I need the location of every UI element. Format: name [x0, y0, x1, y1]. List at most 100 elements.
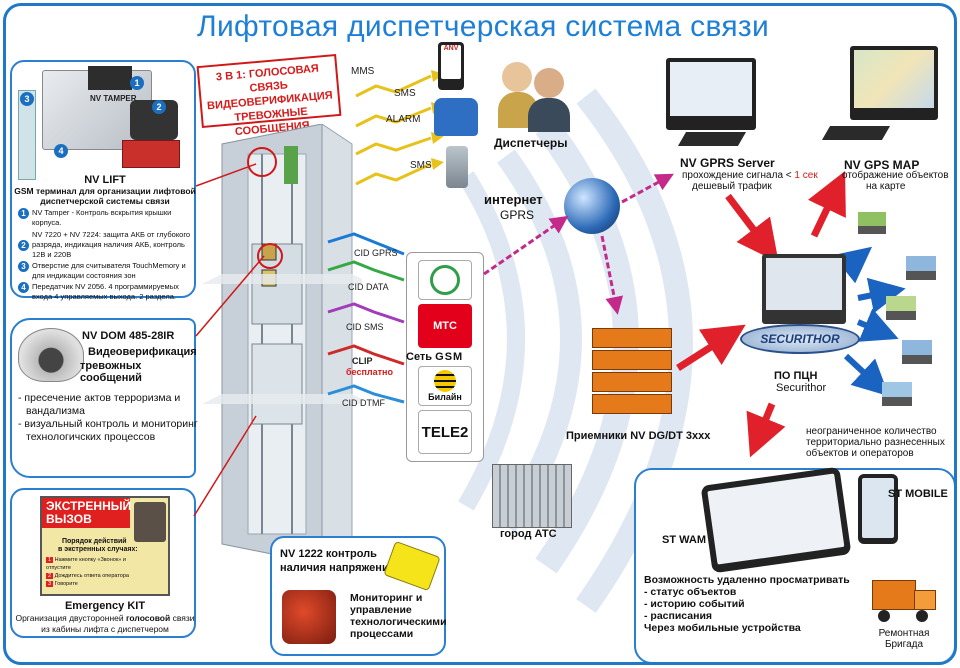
cid-data-label: CID DATA — [348, 282, 389, 292]
st-wam-label: ST WAM — [662, 534, 706, 546]
ats-rack-image — [492, 464, 572, 528]
flip-phone-image — [446, 146, 468, 188]
receivers-image — [592, 328, 676, 420]
list-item: - визуальный контроль и мониторинг — [18, 418, 198, 430]
order-title: Порядок действий — [62, 538, 127, 545]
gprs-server-monitor — [666, 58, 756, 130]
client-laptop-4 — [902, 340, 932, 364]
gps-map-line1: отображение объектов — [842, 170, 949, 181]
beeline-logo: Билайн — [418, 366, 472, 406]
list-item: технологичских процессов — [26, 431, 156, 443]
boiler-image — [282, 590, 336, 644]
sign-line-1: ЭКСТРЕННЫЙ — [46, 499, 132, 513]
tamper-label: NV TAMPER — [90, 94, 137, 103]
list-item: - историю событий — [644, 598, 745, 610]
client-laptop-3 — [886, 296, 916, 320]
gprs-label: GPRS — [500, 208, 535, 222]
repair-truck-image — [872, 580, 938, 622]
dom-subtitle-2: тревожных сообщений — [80, 360, 142, 384]
brigade-label: Ремонтная Бригада — [878, 628, 930, 650]
diagram-frame: Лифтовая диспетчерская система связи NV … — [3, 3, 957, 665]
emergency-sign: ЭКСТРЕННЫЙ ВЫЗОВ Порядок действий в экст… — [40, 496, 170, 596]
clip-free-label: бесплатно — [346, 367, 393, 377]
voltage-text: Мониторинг и управление технологическими… — [350, 592, 447, 640]
receivers-label: Приемники NV DG/DT 3xxx — [566, 430, 711, 442]
marker-2: 2 — [152, 100, 166, 114]
voltage-title-1: NV 1222 контроль — [280, 548, 377, 560]
flow-arrows — [483, 171, 906, 458]
sms-label: SMS — [394, 88, 416, 99]
dispatchers-label: Диспетчеры — [494, 136, 568, 150]
mobile-heading: Возможность удаленно просматривать — [644, 574, 850, 586]
sign-line-2: ВЫЗОВ — [46, 512, 92, 526]
gps-map-title: NV GPS MAP — [844, 158, 920, 172]
elevator-shaft — [202, 124, 362, 564]
gps-map-line2: на карте — [866, 181, 906, 192]
list-item: вандализма — [26, 405, 85, 417]
cid-gprs-label: CID GPRS — [354, 248, 398, 258]
side-strip-image — [18, 90, 36, 180]
steps-list: 1 Нажмите кнопку «Звонок» и отпустите 2 … — [46, 556, 136, 588]
nv-1222-panel: NV 1222 контроль наличия напряжения 220V… — [270, 536, 447, 656]
alarm-label: ALARM — [386, 114, 421, 125]
cid-dtmf-label: CID DTMF — [342, 398, 385, 408]
emergency-desc-3: из кабины лифта с диспетчером — [41, 624, 169, 634]
nv-dom-panel: NV DOM 485-28IR Видеоверификация тревожн… — [10, 318, 198, 478]
gprs-server-line2: дешевый трафик — [692, 181, 772, 192]
connector-lines — [193, 147, 283, 517]
lift-subtitle-1: GSM терминал для организации лифтовой — [14, 186, 196, 196]
smartphone-image: ANV — [438, 42, 464, 90]
dispatchers-image — [498, 58, 572, 132]
client-laptop-1 — [858, 212, 886, 234]
unlimited-line-1: неограниченное количество — [806, 426, 937, 437]
emergency-desc: Организация двусторонней голосовой связи — [15, 613, 195, 623]
unlimited-line-3: объектов и операторов — [806, 448, 914, 459]
marker-3: 3 — [20, 92, 34, 106]
desk-phone-image — [434, 98, 478, 136]
list-item: 1 Нажмите кнопку «Звонок» и отпустите — [46, 557, 126, 571]
globe-icon — [564, 178, 620, 234]
order-title-2: в экстренных случаях: — [58, 546, 138, 553]
mts-logo: МТС — [418, 304, 472, 348]
securithor-monitor — [762, 254, 846, 324]
emergency-title: Emergency KIT — [64, 600, 146, 612]
software-line1: ПО ПЦН — [774, 370, 818, 382]
client-laptop-2 — [906, 256, 936, 280]
sms2-label: SMS — [410, 160, 432, 171]
st-mobile-label: ST MOBILE — [888, 488, 948, 500]
tamper-image — [88, 66, 132, 90]
phone-brand: ANV — [441, 45, 461, 79]
dome-camera-image — [18, 328, 84, 382]
list-item: 2 Дождитесь ответа оператора — [46, 573, 129, 579]
client-laptop-5 — [882, 382, 912, 406]
channel-arrows — [327, 232, 405, 404]
unlimited-line-2: территориально разнесенных — [806, 437, 945, 448]
page-title: Лифтовая диспетчерская система связи — [196, 10, 770, 43]
list-item: - расписания — [644, 610, 713, 622]
mobile-footer: Через мобильные устройства — [644, 622, 801, 634]
network-label: Сеть GSM — [406, 351, 464, 363]
lift-pcb-image — [122, 140, 180, 168]
phone-image — [858, 474, 898, 544]
dom-subtitle-1: Видеоверификация — [88, 346, 197, 358]
unlimited-text: неограниченное количество территориально… — [806, 426, 945, 459]
mobile-text: Возможность удаленно просматривать - ста… — [644, 574, 850, 634]
tele2-logo: TELE2 — [418, 410, 472, 454]
mms-label: MMS — [351, 66, 375, 77]
lift-title: NV LIFT — [84, 174, 126, 186]
mobile-panel: ST MOBILE ST WAM Возможность удаленно пр… — [634, 466, 954, 662]
gps-map-monitor — [850, 46, 938, 120]
ats-label: город АТС — [500, 528, 557, 540]
list-item: 3 Говорите — [46, 581, 78, 587]
gprs-server-title: NV GPRS Server — [680, 156, 775, 170]
emergency-kit-panel: ЭКСТРЕННЫЙ ВЫЗОВ Порядок действий в экст… — [10, 488, 196, 638]
list-item: NV 7220 + NV 7224: защита АКБ от глубоко… — [32, 230, 191, 239]
internet-label: интернет — [484, 192, 543, 207]
dom-title: NV DOM 485-28IR — [82, 330, 175, 342]
marker-4: 4 — [54, 144, 68, 158]
list-item: - пресечение актов терроризма и — [18, 392, 181, 404]
